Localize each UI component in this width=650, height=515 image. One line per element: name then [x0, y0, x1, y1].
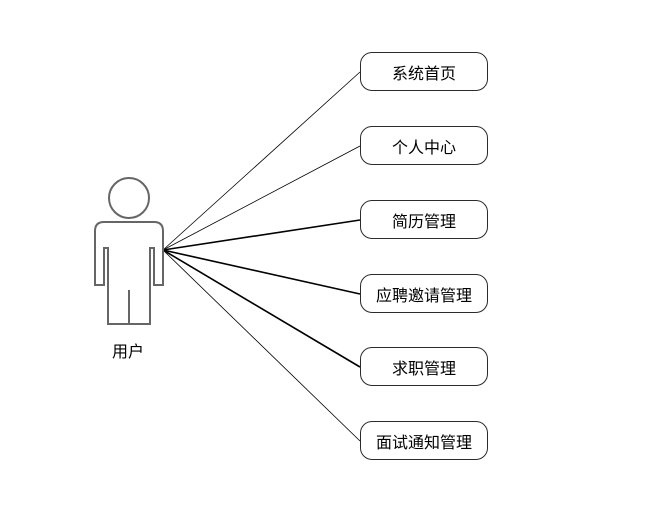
use-case-home: 系统首页	[360, 52, 488, 91]
use-case-personal-center: 个人中心	[360, 126, 488, 165]
use-case-job-seeking-management: 求职管理	[360, 347, 488, 386]
association-line-interview	[162, 249, 361, 442]
use-case-resume-management: 简历管理	[360, 200, 488, 239]
actor-label: 用户	[111, 342, 144, 361]
association-lines	[162, 71, 361, 442]
actor-icon	[94, 177, 164, 325]
association-line-personal-center	[162, 145, 361, 251]
use-case-interview-notice-management: 面试通知管理	[360, 421, 488, 460]
actor-body	[94, 221, 164, 325]
actor-head	[108, 177, 150, 219]
association-line-job-seeking	[162, 249, 361, 368]
association-line-invitation	[162, 249, 361, 295]
association-line-resume	[162, 219, 361, 251]
association-line-home	[162, 71, 361, 251]
use-case-invitation-management: 应聘邀请管理	[360, 274, 488, 313]
